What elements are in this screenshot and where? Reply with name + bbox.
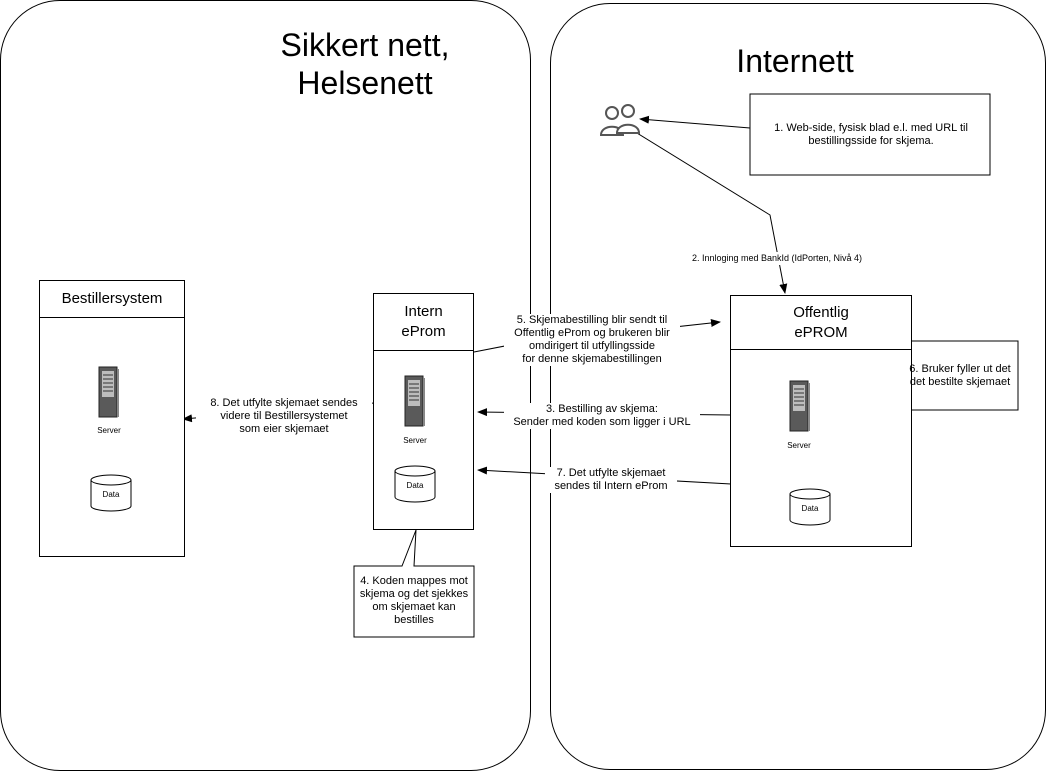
bestillersystem-box: Bestillersystem bbox=[39, 280, 185, 557]
server-label: Server bbox=[403, 436, 427, 445]
server-label: Server bbox=[97, 426, 121, 435]
zone-secure-network-title: Sikkert nett, Helsenett bbox=[280, 27, 450, 101]
label-2: 2. Innloging med BankId (IdPorten, Nivå … bbox=[672, 252, 882, 265]
database-label: Data bbox=[406, 481, 424, 490]
arrow-2 bbox=[631, 129, 788, 294]
note-4: 4. Koden mappes mot skjema og det sjekke… bbox=[359, 575, 469, 626]
note-1-box bbox=[749, 93, 991, 176]
zone-internet-title: Internett bbox=[736, 43, 854, 79]
offentlig-eprom-title: Offentlig ePROM bbox=[731, 296, 911, 350]
note-1: 1. Web-side, fysisk blad e.l. med URL ti… bbox=[774, 122, 968, 147]
database-label: Data bbox=[801, 504, 819, 513]
database-icon bbox=[789, 488, 831, 526]
label-8: 8. Det utfylte skjemaet sendes videre ti… bbox=[196, 397, 372, 436]
server-icon bbox=[789, 380, 810, 432]
zone-internet bbox=[550, 3, 1046, 770]
note-6: 6. Bruker fyller ut det det bestilte skj… bbox=[909, 363, 1011, 388]
server-label: Server bbox=[787, 441, 811, 450]
database-icon bbox=[90, 474, 132, 512]
server-icon bbox=[404, 375, 425, 427]
database-label: Data bbox=[102, 490, 120, 499]
label-7: 7. Det utfylte skjemaet sendes til Inter… bbox=[545, 467, 677, 493]
label-5: 5. Skjemabestilling blir sendt til Offen… bbox=[504, 314, 680, 366]
intern-eprom-title: Intern eProm bbox=[374, 294, 473, 351]
label-3: 3. Bestilling av skjema: Sender med kode… bbox=[504, 403, 700, 429]
server-icon bbox=[98, 366, 119, 418]
database-icon bbox=[394, 465, 436, 503]
callout-4 bbox=[353, 529, 475, 638]
arrow-1 bbox=[639, 115, 751, 129]
bestillersystem-title: Bestillersystem bbox=[40, 281, 184, 318]
users-icon bbox=[599, 104, 641, 136]
